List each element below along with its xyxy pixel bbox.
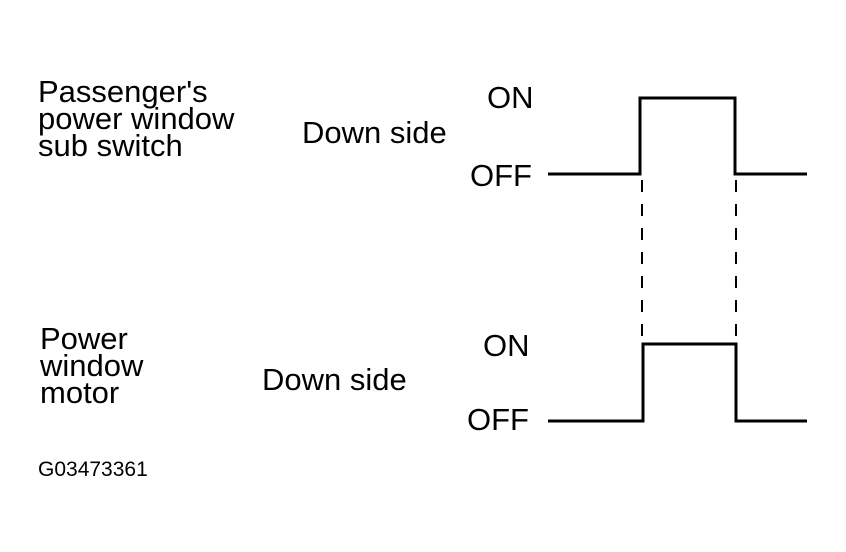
- signal-2-name-line-1: Power: [40, 321, 128, 356]
- signal-1-name-line-2: power window: [38, 101, 235, 136]
- signal-2-name: Power window motor: [40, 321, 144, 410]
- signal-2-side-label: Down side: [262, 362, 407, 397]
- signal-1-name: Passenger's power window sub switch: [38, 74, 235, 163]
- signal-2-name-line-3: motor: [40, 375, 120, 410]
- signal-1-name-line-1: Passenger's: [38, 74, 208, 109]
- signal-1-on-label: ON: [487, 80, 534, 115]
- signal-1-side-label: Down side: [302, 115, 447, 150]
- signal-1-waveform: [548, 96, 807, 176]
- signal-2-on-label: ON: [483, 328, 530, 363]
- signal-2-name-line-2: window: [40, 348, 144, 383]
- signal-1-off-label: OFF: [470, 158, 532, 193]
- signal-2-waveform: [548, 342, 807, 423]
- signal-1-name-line-3: sub switch: [38, 128, 183, 163]
- figure-code: G03473361: [38, 458, 148, 481]
- signal-2-off-label: OFF: [467, 402, 529, 437]
